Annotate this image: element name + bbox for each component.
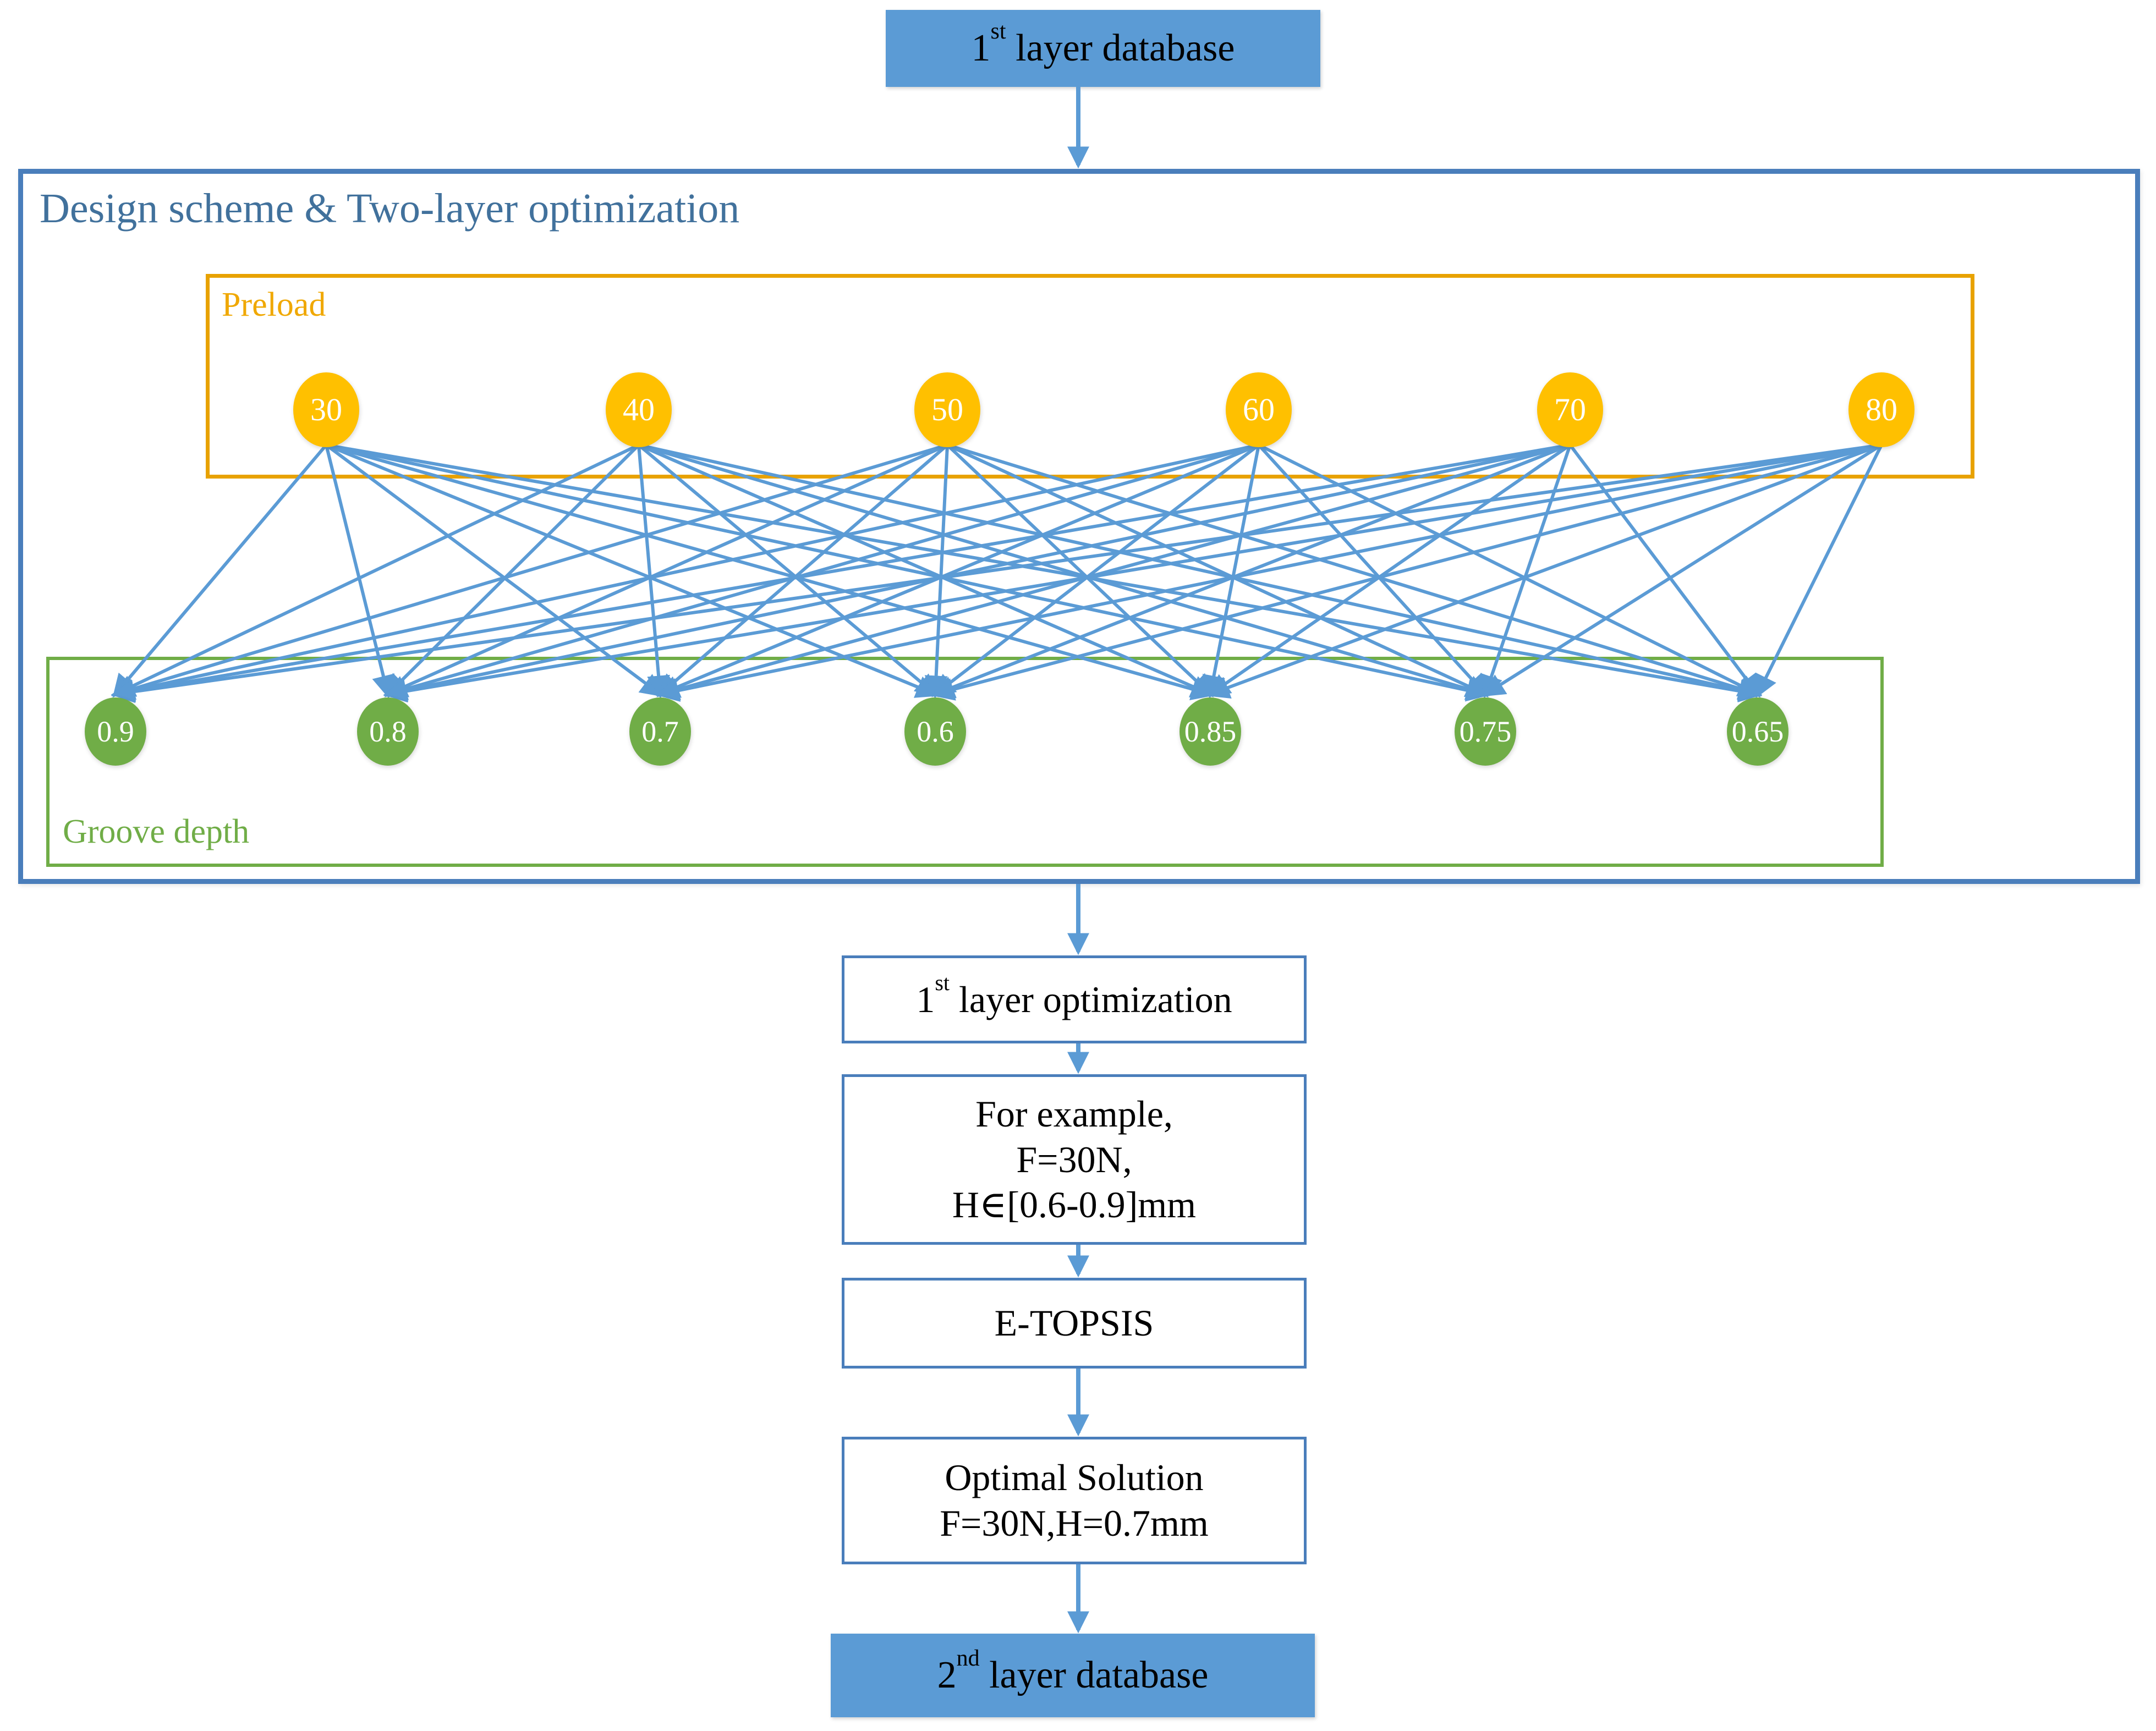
flow-box-line-2: F=30N, [1016,1138,1132,1180]
flow-box-line-2: F=30N,H=0.7mm [940,1502,1209,1544]
groove-node-1[interactable]: 0.8 [357,697,419,766]
preload-node-0[interactable]: 30 [293,372,359,447]
flow-box-first-layer-optimization[interactable]: 1st layer optimization [842,955,1307,1043]
groove-node-5[interactable]: 0.75 [1455,697,1516,766]
flow-box-optimal-solution[interactable]: Optimal Solution F=30N,H=0.7mm [842,1437,1307,1564]
flow-box-line-1: Optimal Solution [945,1457,1204,1499]
flow-box-for-example[interactable]: For example, F=30N, H∈[0.6-0.9]mm [842,1074,1307,1245]
bottom-database-box: 2nd layer database [831,1634,1315,1717]
preload-node-label: 70 [1554,392,1586,427]
preload-node-2[interactable]: 50 [914,372,980,447]
preload-node-label: 60 [1243,392,1275,427]
groove-node-label: 0.85 [1184,715,1237,748]
preload-node-label: 40 [623,392,655,427]
preload-node-label: 30 [310,392,342,427]
flow-box-line-3: H∈[0.6-0.9]mm [952,1184,1197,1226]
groove-node-label: 0.7 [641,715,679,748]
groove-node-label: 0.65 [1731,715,1784,748]
preload-node-1[interactable]: 40 [606,372,672,447]
preload-node-label: 80 [1866,392,1897,427]
flow-box-e-topsis[interactable]: E-TOPSIS [842,1278,1307,1369]
top-database-box: 1st layer database [886,10,1320,87]
groove-node-4[interactable]: 0.85 [1180,697,1241,766]
preload-group-label: Preload [222,286,326,323]
container-title: Design scheme & Two-layer optimization [40,185,740,232]
flow-box-label: 1st layer optimization [916,970,1232,1020]
groove-node-label: 0.8 [369,715,407,748]
bottom-database-label: 2nd layer database [937,1645,1209,1696]
groove-node-2[interactable]: 0.7 [629,697,691,766]
groove-node-label: 0.9 [97,715,134,748]
preload-node-4[interactable]: 70 [1537,372,1603,447]
preload-node-3[interactable]: 60 [1226,372,1292,447]
groove-node-6[interactable]: 0.65 [1727,697,1789,766]
groove-node-3[interactable]: 0.6 [904,697,966,766]
top-database-label: 1st layer database [971,18,1235,69]
flow-box-label: E-TOPSIS [994,1302,1154,1344]
preload-node-5[interactable]: 80 [1848,372,1914,447]
preload-node-label: 50 [931,392,963,427]
groove-node-label: 0.75 [1459,715,1512,748]
groove-node-label: 0.6 [917,715,954,748]
groove-node-0[interactable]: 0.9 [85,697,146,766]
flow-box-line-1: For example, [975,1092,1173,1135]
groove-group-label: Groove depth [63,813,250,850]
